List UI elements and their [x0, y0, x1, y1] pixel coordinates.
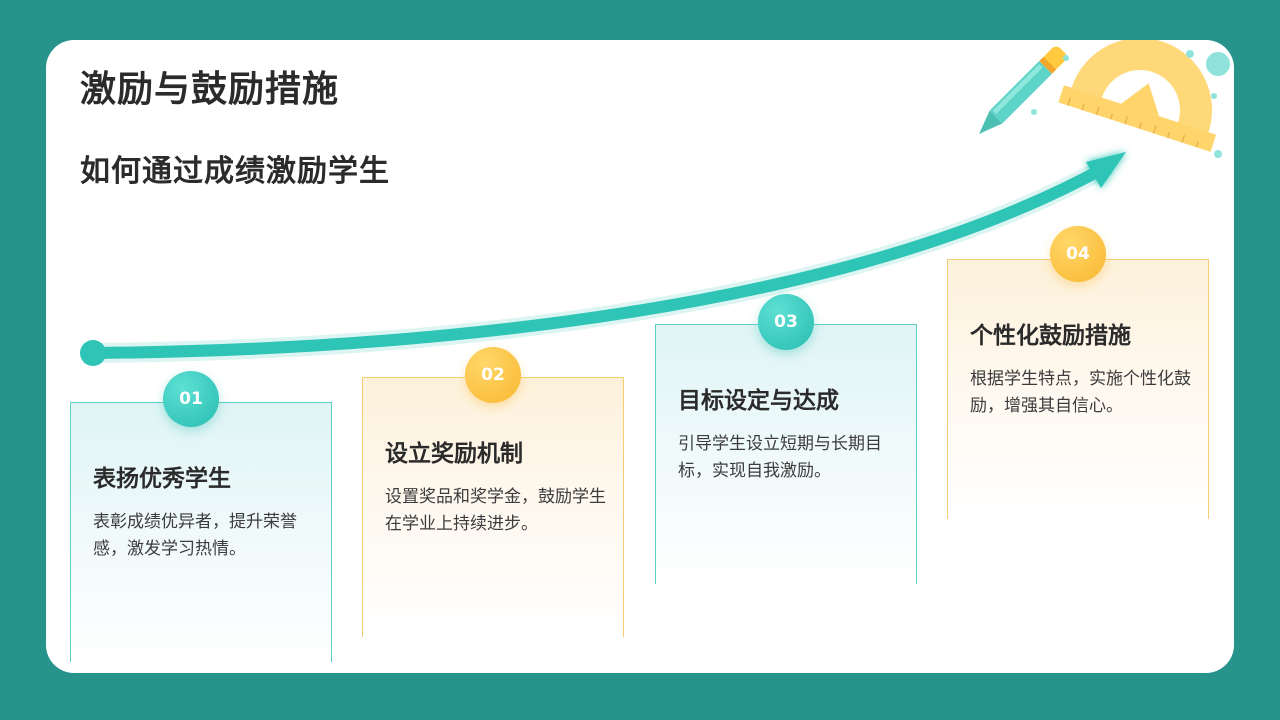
step-card-3: 目标设定与达成 引导学生设立短期与长期目标，实现自我激励。 [655, 324, 917, 584]
step-number-badge: 04 [1050, 226, 1106, 282]
step-card-2: 设立奖励机制 设置奖品和奖学金，鼓励学生在学业上持续进步。 [362, 377, 624, 637]
step-description: 表彰成绩优异者，提升荣誉感，激发学习热情。 [93, 512, 297, 559]
step-number-badge: 03 [758, 294, 814, 350]
growth-arrow-icon [80, 152, 1126, 366]
page-subtitle: 如何通过成绩激励学生 [80, 154, 390, 189]
step-card-4: 个性化鼓励措施 根据学生特点，实施个性化鼓励，增强其自信心。 [947, 259, 1209, 519]
step-number-badge: 02 [465, 347, 521, 403]
step-card-1: 表扬优秀学生 表彰成绩优异者，提升荣誉感，激发学习热情。 [70, 402, 332, 662]
slide-panel: 激励与鼓励措施 如何通过成绩激励学生 表扬优秀学生 表彰成绩优异者，提升荣誉感，… [46, 40, 1234, 673]
step-title: 设立奖励机制 [385, 441, 523, 467]
step-title: 个性化鼓励措施 [970, 323, 1131, 349]
step-title: 表扬优秀学生 [93, 466, 231, 492]
step-description: 设置奖品和奖学金，鼓励学生在学业上持续进步。 [385, 487, 606, 534]
pencil-icon [979, 46, 1067, 134]
step-title: 目标设定与达成 [678, 388, 839, 414]
decoration-layer [80, 40, 1230, 366]
protractor-icon [1058, 40, 1217, 152]
step-description: 根据学生特点，实施个性化鼓励，增强其自信心。 [970, 369, 1191, 416]
step-number-badge: 01 [163, 371, 219, 427]
confetti-dots [1031, 50, 1230, 158]
page-title: 激励与鼓励措施 [80, 69, 340, 110]
step-description: 引导学生设立短期与长期目标，实现自我激励。 [678, 434, 882, 481]
